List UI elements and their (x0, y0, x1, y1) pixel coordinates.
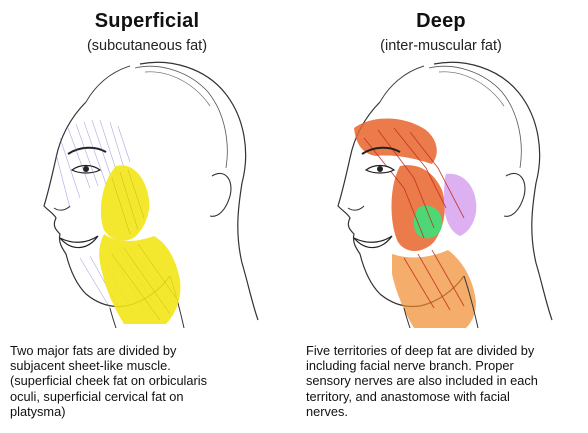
deep-fat-orange-neck (392, 250, 476, 328)
superficial-title: Superficial (0, 10, 294, 33)
superficial-panel: Superficial (subcutaneous fat) (0, 0, 294, 433)
superficial-face-illustration (20, 58, 270, 328)
superficial-cervical-fat (99, 234, 180, 324)
deep-fat-purple (444, 174, 476, 236)
superficial-subtitle: (subcutaneous fat) (0, 38, 294, 54)
deep-desc-line: territory, and anastomose with facial (306, 389, 584, 404)
superficial-desc-line: subjacent sheet-like muscle. (10, 358, 280, 373)
deep-panel: Deep (inter-muscular fat) Five territori… (294, 0, 588, 433)
superficial-desc-line: oculi, superficial cervical fat on (10, 389, 280, 404)
ear-shape (210, 173, 231, 216)
superficial-cheek-fat (101, 165, 149, 240)
ear-shape (504, 173, 525, 216)
deep-desc-line: sensory nerves are also included in each (306, 373, 584, 388)
superficial-desc-line: Two major fats are divided by (10, 343, 280, 358)
superficial-description: Two major fats are divided by subjacent … (10, 343, 280, 419)
mouth (354, 236, 392, 248)
deep-desc-line: Five territories of deep fat are divided… (306, 343, 584, 358)
superficial-desc-line: (superficial cheek fat on orbicularis (10, 373, 280, 388)
deep-title: Deep (294, 10, 588, 33)
deep-desc-line: including facial nerve branch. Proper (306, 358, 584, 373)
deep-desc-line: nerves. (306, 404, 584, 419)
deep-description: Five territories of deep fat are divided… (306, 343, 584, 419)
mouth (60, 236, 98, 248)
deep-face-illustration (314, 58, 564, 328)
superficial-desc-line: platysma) (10, 404, 280, 419)
deep-subtitle: (inter-muscular fat) (294, 38, 588, 54)
